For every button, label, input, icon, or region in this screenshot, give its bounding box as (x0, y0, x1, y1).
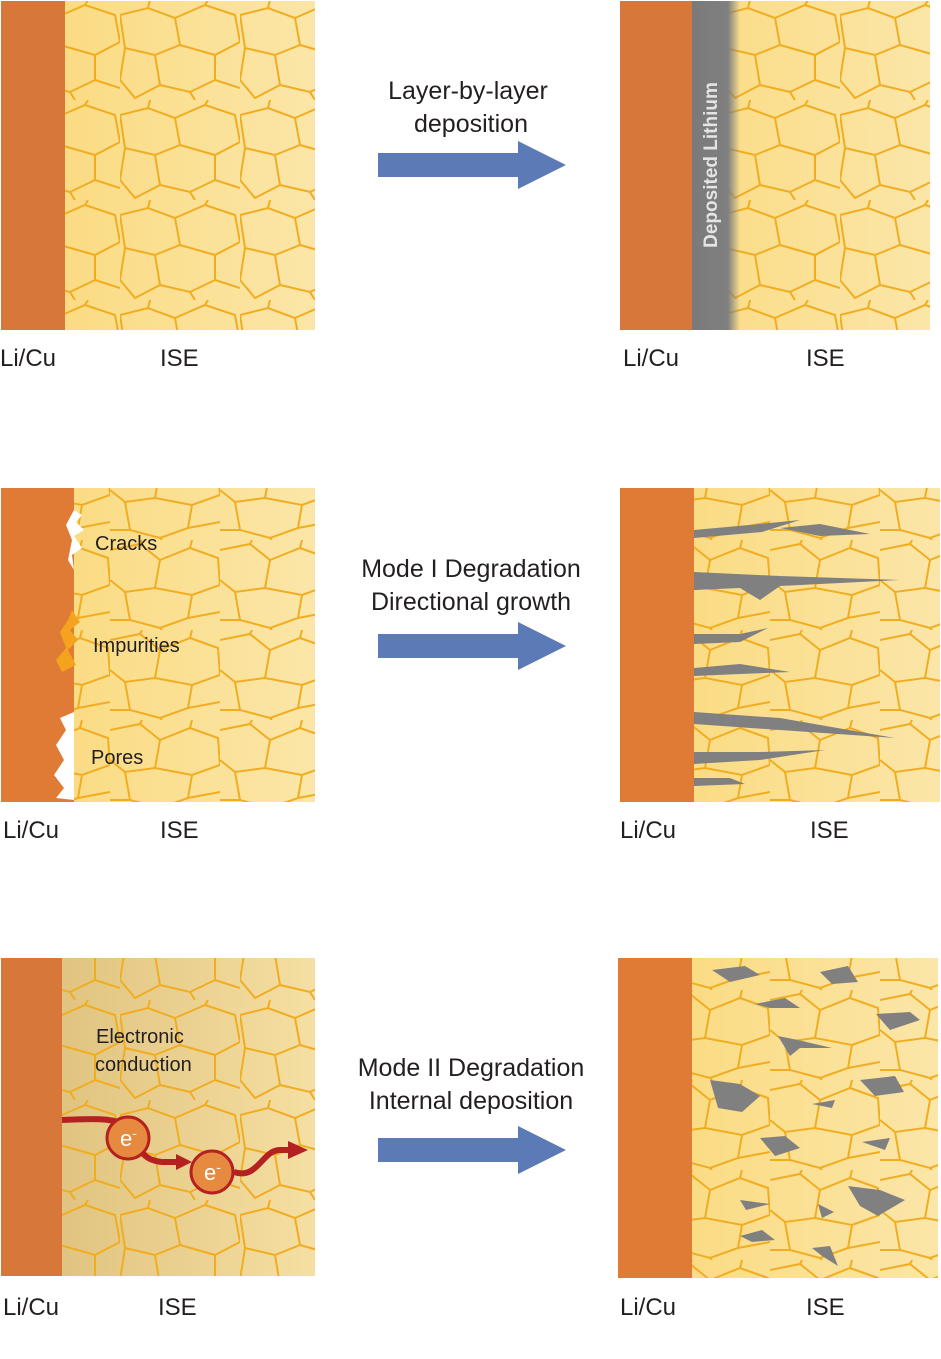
ise-label: ISE (810, 817, 849, 844)
crack-label: Cracks (95, 533, 157, 555)
row2-arrow-caption-1: Mode I Degradation (361, 555, 581, 583)
ise-label: ISE (158, 1294, 197, 1321)
ise-label: ISE (806, 345, 845, 372)
impurity-label: Impurities (93, 635, 180, 657)
row3-arrow-caption-2: Internal deposition (369, 1087, 573, 1115)
row1-arrow-caption-1: Layer-by-layer (388, 77, 548, 105)
electrode-label: Li/Cu (3, 817, 59, 844)
row1-process-arrow (378, 141, 566, 189)
deposited-lithium-label: Deposited Lithium (701, 82, 722, 248)
electrode-label: Li/Cu (0, 345, 56, 372)
row3-after-panel (618, 958, 938, 1278)
row2-after-panel (620, 488, 940, 802)
electrode-label: Li/Cu (623, 345, 679, 372)
electrode-layer (1, 1, 65, 330)
electrode-layer (618, 958, 692, 1278)
row1-after-panel: Deposited Lithium (620, 1, 930, 330)
pore-label: Pores (91, 747, 143, 769)
ise-label: ISE (160, 345, 199, 372)
row3-before-panel (1, 958, 315, 1276)
electrode-label: Li/Cu (620, 1294, 676, 1321)
row2-process-arrow (378, 622, 566, 670)
electrode-label: Li/Cu (3, 1294, 59, 1321)
conduction-label-2: conduction (95, 1054, 192, 1076)
electrode-layer (1, 958, 62, 1276)
ise-label: ISE (806, 1294, 845, 1321)
row3-arrow-caption-1: Mode II Degradation (358, 1054, 585, 1082)
electrode-layer (620, 488, 694, 802)
row3-process-arrow (378, 1126, 566, 1174)
ise-label: ISE (160, 817, 199, 844)
row2-arrow-caption-2: Directional growth (371, 588, 571, 616)
row1-before-panel (1, 1, 315, 330)
conduction-label-1: Electronic (96, 1026, 184, 1048)
electrode-label: Li/Cu (620, 817, 676, 844)
row1-arrow-caption-2: deposition (414, 110, 528, 138)
electrode-layer (620, 1, 692, 330)
